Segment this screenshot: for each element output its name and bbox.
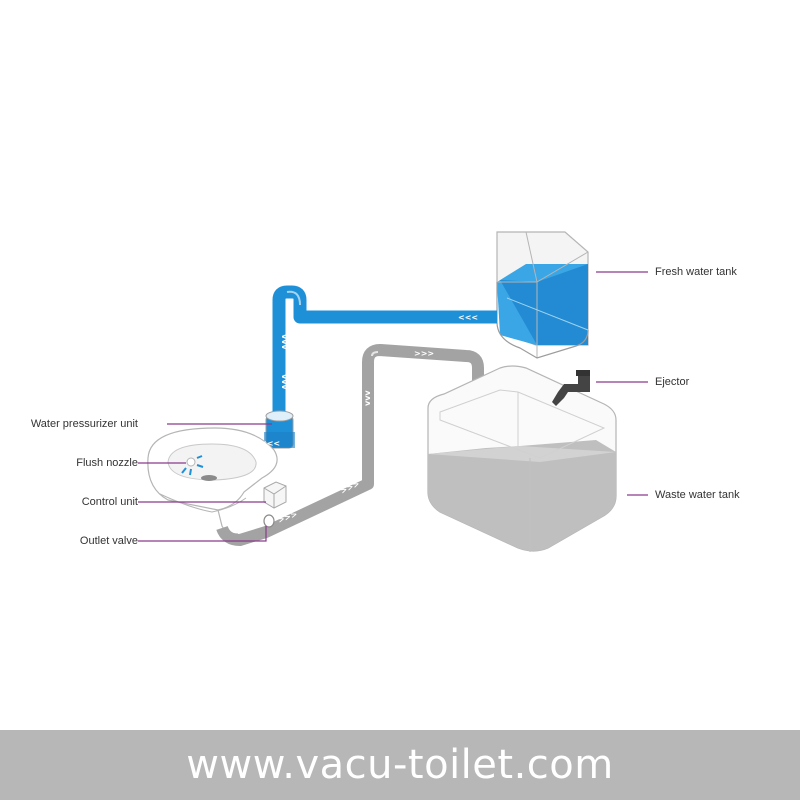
fresh-water-pipe — [272, 285, 497, 418]
ejector — [552, 370, 590, 406]
leader-lines — [138, 271, 648, 542]
waste-flow-arrow-top: >>> — [414, 349, 434, 358]
label-water-pressurizer-unit: Water pressurizer unit — [30, 418, 138, 430]
fresh-flow-arrow-low: <<< — [260, 439, 280, 448]
leader-line-outlet-valve — [138, 526, 267, 542]
label-ejector: Ejector — [655, 376, 690, 388]
label-waste-water-tank: Waste water tank — [655, 489, 740, 501]
fresh-flow-arrow-vertical-2: vvv — [280, 374, 289, 390]
waste-water-tank — [427, 365, 617, 552]
waste-pipe — [216, 344, 484, 546]
label-fresh-water-tank: Fresh water tank — [655, 266, 737, 278]
outlet-valve — [263, 514, 275, 528]
footer-bar: www.vacu-toilet.com — [0, 730, 800, 800]
label-flush-nozzle: Flush nozzle — [76, 457, 138, 469]
waste-flow-arrow-vertical: vvv — [363, 390, 372, 406]
label-outlet-valve: Outlet valve — [79, 535, 138, 547]
toilet-bowl — [147, 427, 278, 535]
fresh-water-tank — [496, 231, 589, 359]
flush-nozzle — [181, 455, 204, 476]
water-pressurizer-unit — [264, 410, 295, 449]
control-unit — [263, 481, 287, 509]
label-control-unit: Control unit — [81, 496, 138, 508]
fresh-flow-arrow-top: <<< — [458, 313, 478, 322]
fresh-flow-arrow-vertical-1: vvv — [280, 334, 289, 350]
footer-url[interactable]: www.vacu-toilet.com — [186, 742, 614, 788]
